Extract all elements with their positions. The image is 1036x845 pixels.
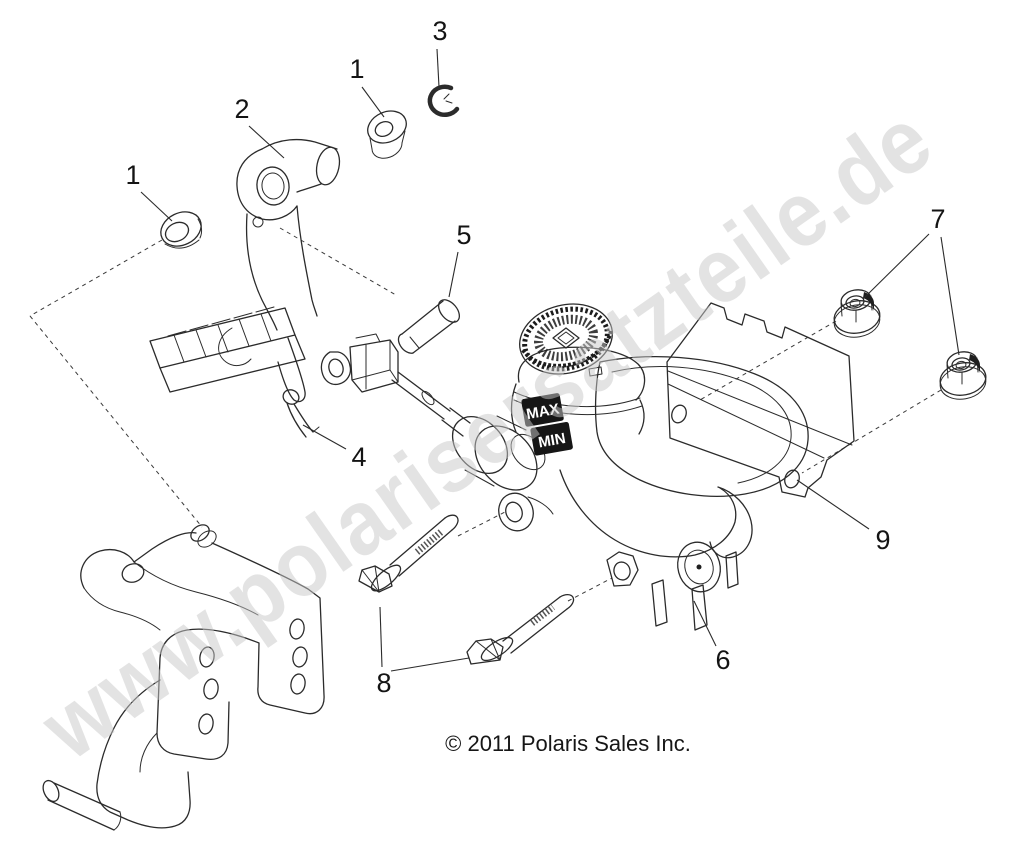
e-clip (427, 84, 460, 117)
clevis-yoke (320, 333, 399, 393)
dashed-line (457, 511, 506, 537)
leader-5 (448, 251, 459, 298)
callout-1-left: 1 (125, 160, 140, 190)
pivot-bushing-left (160, 211, 203, 249)
leader-7a (862, 233, 930, 300)
callout-4: 4 (351, 442, 366, 472)
callout-3: 3 (432, 16, 447, 46)
clevis-pin (397, 299, 461, 354)
callout-5: 5 (456, 220, 471, 250)
watermark-text: www.polarisersatzteile.de (23, 88, 951, 780)
callout-leader-lines (140, 48, 960, 672)
dashed-line (699, 320, 837, 401)
leader-3 (436, 48, 440, 88)
leader-1-left (140, 191, 173, 222)
reservoir-cap (519, 303, 613, 377)
leader-7b (940, 236, 960, 356)
min-label: MIN (537, 430, 567, 452)
callout-9: 9 (875, 525, 890, 555)
brake-pedal (149, 138, 341, 403)
push-rod (391, 371, 471, 437)
leader-2 (248, 125, 285, 159)
callout-8: 8 (376, 668, 391, 698)
flange-nut-lower (939, 351, 987, 400)
master-cylinder: MAX MIN (498, 303, 809, 631)
callout-7: 7 (930, 204, 945, 234)
flange-nut-upper (833, 289, 881, 338)
copyright-text: © 2011 Polaris Sales Inc. (445, 731, 691, 756)
leader-1-top (361, 86, 385, 118)
callout-1-top: 1 (349, 54, 364, 84)
dashed-line (29, 239, 163, 317)
reservoir-level-label: MAX MIN (521, 393, 573, 456)
dashed-line (567, 577, 613, 602)
alignment-dashed-lines (29, 227, 942, 602)
flange-bolt-upper (358, 514, 459, 593)
dashed-line (801, 389, 942, 474)
pedal-mount-bracket (42, 524, 325, 831)
pivot-bushing-top (367, 110, 407, 159)
leader-8b (390, 657, 470, 672)
cotter-pin (282, 389, 320, 438)
dashed-line (29, 315, 203, 528)
dashed-line (279, 227, 397, 296)
leader-9 (796, 479, 870, 530)
leader-8a (379, 606, 383, 668)
callout-2: 2 (234, 94, 249, 124)
callout-numbers: 1 2 1 3 5 4 6 7 8 9 (125, 16, 945, 698)
max-label: MAX (525, 401, 561, 424)
leader-4 (302, 424, 347, 450)
callout-6: 6 (715, 645, 730, 675)
leader-6 (693, 600, 717, 647)
flange-bolt-lower (466, 593, 575, 665)
